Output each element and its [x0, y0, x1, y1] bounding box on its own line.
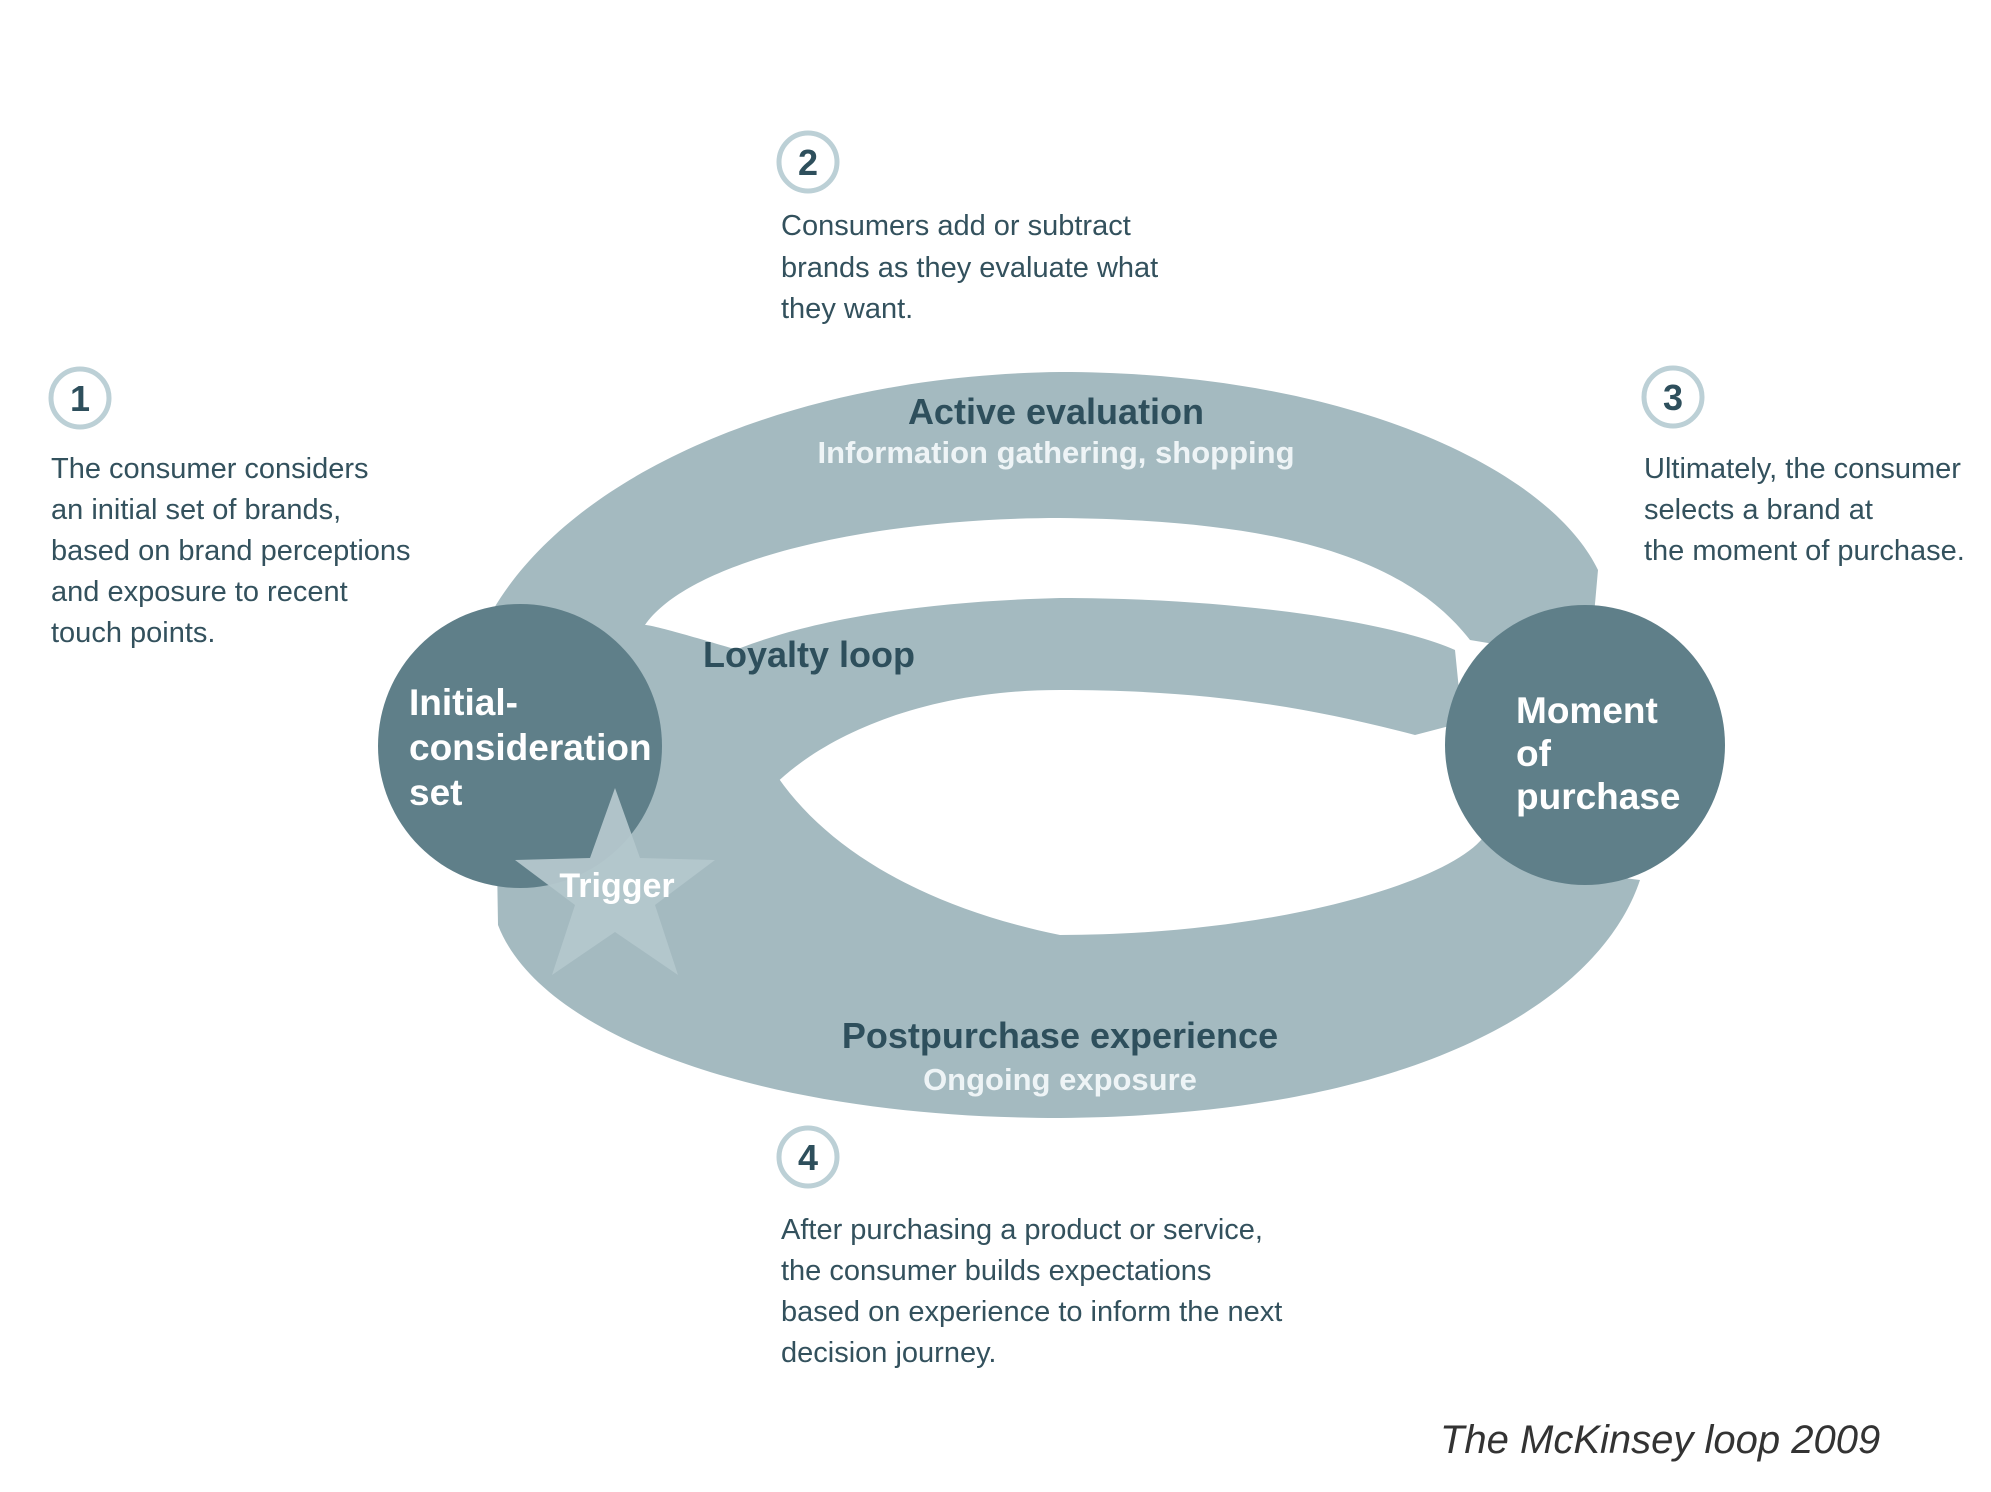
moment-of-purchase-label: Moment of purchase — [1516, 690, 1681, 817]
step-2: 2 Consumers add or subtract brands as th… — [776, 130, 1158, 325]
loyalty-loop-title: Loyalty loop — [703, 634, 915, 675]
postpurchase-subtitle: Ongoing exposure — [923, 1062, 1197, 1097]
step-4-text-line: decision journey. — [781, 1337, 996, 1369]
moment-label-line: Moment — [1516, 690, 1658, 731]
step-1-number: 1 — [70, 378, 90, 419]
step-3-number: 3 — [1663, 377, 1683, 418]
step-3-badge — [1641, 365, 1705, 429]
active-evaluation-subtitle: Information gathering, shopping — [817, 435, 1294, 470]
step-3-text-line: selects a brand at — [1644, 494, 1873, 526]
moment-label-line: purchase — [1516, 776, 1681, 817]
step-1-text-line: touch points. — [51, 617, 215, 649]
initial-consideration-label: Initial- consideration set — [409, 682, 652, 813]
step-1-badge — [48, 366, 112, 430]
step-2-text-line: they want. — [781, 293, 913, 325]
step-2-number: 2 — [798, 142, 818, 183]
postpurchase-title: Postpurchase experience — [842, 1015, 1278, 1056]
step-4-text-line: After purchasing a product or service, — [781, 1214, 1263, 1246]
step-3-text-line: the moment of purchase. — [1644, 535, 1965, 567]
step-3-text-line: Ultimately, the consumer — [1644, 453, 1961, 485]
step-4-text-line: based on experience to inform the next — [781, 1296, 1282, 1328]
step-2-text-line: brands as they evaluate what — [781, 252, 1158, 284]
initial-label-line: set — [409, 772, 462, 813]
trigger-label: Trigger — [559, 867, 674, 905]
trigger-star-icon — [515, 788, 715, 975]
outer-ring-band — [493, 372, 1640, 1118]
loyalty-loop-band — [605, 598, 1480, 840]
initial-label-line: Initial- — [409, 682, 518, 723]
initial-consideration-circle — [378, 604, 662, 888]
active-evaluation-title: Active evaluation — [908, 391, 1204, 432]
figure-caption: The McKinsey loop 2009 — [1440, 1418, 1881, 1462]
step-2-badge — [776, 130, 840, 194]
step-4-text-line: the consumer builds expectations — [781, 1255, 1211, 1287]
step-3: 3 Ultimately, the consumer selects a bra… — [1641, 365, 1965, 567]
step-4-number: 4 — [798, 1137, 818, 1178]
step-1-text-line: based on brand perceptions — [51, 535, 411, 567]
step-1-text-line: and exposure to recent — [51, 576, 348, 608]
initial-label-line: consideration — [409, 727, 652, 768]
step-4-badge — [776, 1125, 840, 1189]
step-1-text-line: an initial set of brands, — [51, 494, 341, 526]
step-1: 1 The consumer considers an initial set … — [48, 366, 411, 649]
step-1-text-line: The consumer considers — [51, 453, 369, 485]
moment-of-purchase-circle — [1445, 605, 1725, 885]
step-2-text-line: Consumers add or subtract — [781, 210, 1131, 242]
step-4: 4 After purchasing a product or service,… — [776, 1125, 1282, 1369]
moment-label-line: of — [1516, 733, 1552, 774]
